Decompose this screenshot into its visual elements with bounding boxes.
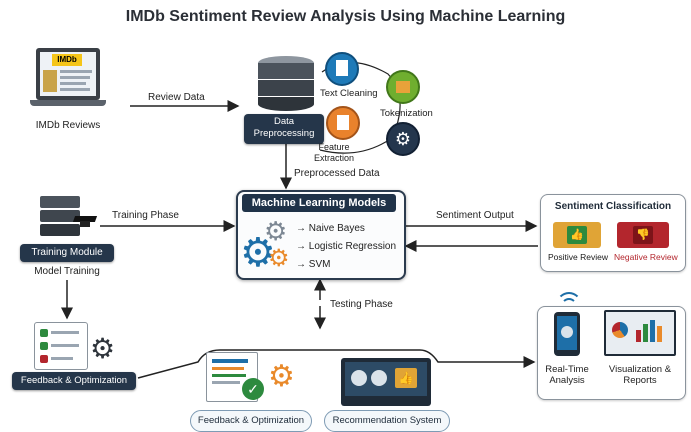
checklist-icon <box>34 322 88 370</box>
gear-icon: ⚙ <box>386 122 420 156</box>
training-module-node: Training Module <box>20 244 114 262</box>
ml-models-title: Machine Learning Models <box>242 194 396 212</box>
wifi-icon <box>556 292 582 306</box>
recommendation-system-pill: Recommendation System <box>324 410 450 432</box>
ml-gears-icon: ⚙ ⚙ ⚙ <box>240 216 290 275</box>
graduation-cap-icon <box>72 212 98 228</box>
server-icon <box>40 196 86 240</box>
data-preprocessing-label: Data Preprocessing <box>253 116 315 139</box>
testing-phase-label: Testing Phase <box>330 299 393 310</box>
model-training-label: Model Training <box>34 266 100 277</box>
feedback-gear-icon: ⚙ <box>90 333 116 364</box>
data-preprocessing-node: Data Preprocessing <box>244 114 324 144</box>
smartphone-icon <box>554 312 580 356</box>
feedback-optimization-pill: Feedback & Optimization <box>190 410 312 432</box>
model-logistic-regression: → Logistic Regression <box>296 241 397 252</box>
negative-review-label: Negative Review <box>614 252 678 262</box>
preprocessed-data-label: Preprocessed Data <box>294 168 380 179</box>
positive-review-label: Positive Review <box>548 252 608 262</box>
dashboard-monitor-icon <box>604 310 676 356</box>
model-svm: → SVM <box>296 259 331 270</box>
review-data-label: Review Data <box>148 92 205 103</box>
feedback-loop-line <box>137 349 536 379</box>
feature-extraction-label: Feature Extraction <box>313 142 355 163</box>
text-cleaning-label: Text Cleaning <box>320 88 378 99</box>
text-cleaning-icon <box>325 52 359 86</box>
tools-gear-icon: ⚙ <box>268 360 295 393</box>
model-naive-bayes: → Naive Bayes <box>296 223 365 234</box>
database-icon <box>258 56 314 114</box>
sentiment-output-label: Sentiment Output <box>436 210 514 221</box>
imdb-reviews-label: IMDb Reviews <box>35 120 101 131</box>
imdb-logo: IMDb <box>52 54 82 66</box>
feedback-optimization-node: Feedback & Optimization <box>12 372 136 390</box>
training-phase-label: Training Phase <box>112 210 179 221</box>
realtime-analysis-label: Real-Time Analysis <box>545 364 589 386</box>
visualization-reports-label: Visualization & Reports <box>608 364 672 386</box>
tokenization-icon <box>386 70 420 104</box>
feature-extraction-icon <box>326 106 360 140</box>
tokenization-label: Tokenization <box>380 108 433 119</box>
model-logistic-regression-label: Logistic Regression <box>308 241 397 252</box>
sentiment-classification-title: Sentiment Classification <box>554 201 672 212</box>
page-title: IMDb Sentiment Review Analysis Using Mac… <box>125 8 566 25</box>
monitor-icon: 👍 <box>341 358 431 406</box>
positive-folder-icon: 👍 <box>553 222 601 248</box>
laptop-icon: IMDb <box>30 48 106 110</box>
model-naive-bayes-label: Naive Bayes <box>308 223 365 234</box>
model-svm-label: SVM <box>308 259 331 270</box>
checkmark-icon: ✓ <box>242 378 264 400</box>
negative-folder-icon: 👎 <box>617 222 669 248</box>
